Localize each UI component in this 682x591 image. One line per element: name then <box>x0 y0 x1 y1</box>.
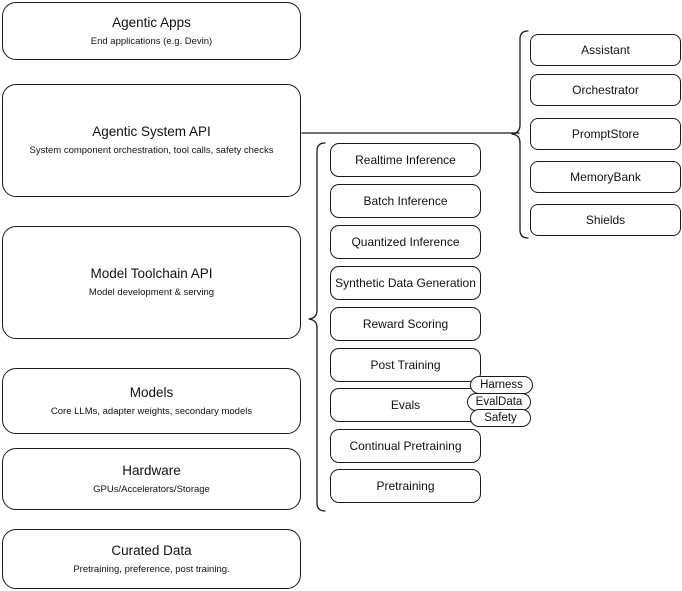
capability-label: Quantized Inference <box>351 235 460 249</box>
component-label: Shields <box>585 213 626 227</box>
capability-box-evals[interactable]: Evals <box>330 388 481 422</box>
capability-box-realtime-inference[interactable]: Realtime Inference <box>330 143 481 177</box>
evals-tag-label: Harness <box>480 379 523 391</box>
layer-box-hardware[interactable]: Hardware GPUs/Accelerators/Storage <box>2 448 301 510</box>
capability-box-quantized-inference[interactable]: Quantized Inference <box>330 225 481 259</box>
component-label: Orchestrator <box>572 83 639 97</box>
layer-title: Agentic Apps <box>112 14 191 30</box>
capability-box-synthetic-data-generation[interactable]: Synthetic Data Generation <box>330 266 481 300</box>
evals-tag-label: Safety <box>484 412 517 424</box>
component-box-orchestrator[interactable]: Orchestrator <box>530 74 681 106</box>
component-box-assistant[interactable]: Assistant <box>530 34 681 66</box>
layer-box-curated-data[interactable]: Curated Data Pretraining, preference, po… <box>2 529 301 589</box>
layer-title: Curated Data <box>111 542 192 558</box>
capability-box-reward-scoring[interactable]: Reward Scoring <box>330 307 481 341</box>
component-label: MemoryBank <box>570 170 641 184</box>
layer-title: Model Toolchain API <box>90 266 213 282</box>
component-label: PromptStore <box>571 127 640 141</box>
layer-box-agentic-system-api[interactable]: Agentic System API System component orch… <box>2 84 301 197</box>
capability-label: Reward Scoring <box>362 317 449 331</box>
layer-subtitle: Pretraining, preference, post training. <box>73 563 230 575</box>
brace-system-components <box>511 30 529 239</box>
component-box-promptstore[interactable]: PromptStore <box>530 118 681 150</box>
capability-label: Post Training <box>370 358 441 372</box>
capability-label: Continual Pretraining <box>349 439 462 453</box>
capability-label: Realtime Inference <box>355 153 456 167</box>
layer-title: Agentic System API <box>92 124 211 140</box>
layer-subtitle: System component orchestration, tool cal… <box>29 145 274 156</box>
layer-subtitle: Model development & serving <box>88 287 215 298</box>
layer-title: Models <box>129 384 174 400</box>
evals-tag-harness[interactable]: Harness <box>470 376 533 394</box>
capability-label: Batch Inference <box>363 194 448 208</box>
capability-box-post-training[interactable]: Post Training <box>330 348 481 382</box>
layer-subtitle: End applications (e.g. Devin) <box>90 35 213 47</box>
component-label: Assistant <box>581 43 630 57</box>
capability-label: Synthetic Data Generation <box>335 276 476 290</box>
capability-box-continual-pretraining[interactable]: Continual Pretraining <box>330 429 481 463</box>
capability-label: Pretraining <box>376 479 435 493</box>
layer-title: Hardware <box>122 462 181 478</box>
brace-toolchain-capabilities <box>308 142 326 512</box>
capability-box-batch-inference[interactable]: Batch Inference <box>330 184 481 218</box>
component-box-memorybank[interactable]: MemoryBank <box>530 161 681 193</box>
layer-box-agentic-apps[interactable]: Agentic Apps End applications (e.g. Devi… <box>2 2 301 60</box>
evals-tag-label: EvalData <box>475 396 523 408</box>
layer-box-models[interactable]: Models Core LLMs, adapter weights, secon… <box>2 368 301 434</box>
component-box-shields[interactable]: Shields <box>530 204 681 236</box>
layer-subtitle: GPUs/Accelerators/Storage <box>93 483 210 495</box>
capability-label: Evals <box>390 398 421 412</box>
evals-tag-safety[interactable]: Safety <box>470 409 531 427</box>
layer-box-model-toolchain-api[interactable]: Model Toolchain API Model development & … <box>2 226 301 339</box>
layer-subtitle: Core LLMs, adapter weights, secondary mo… <box>50 405 253 417</box>
capability-box-pretraining[interactable]: Pretraining <box>330 469 481 503</box>
